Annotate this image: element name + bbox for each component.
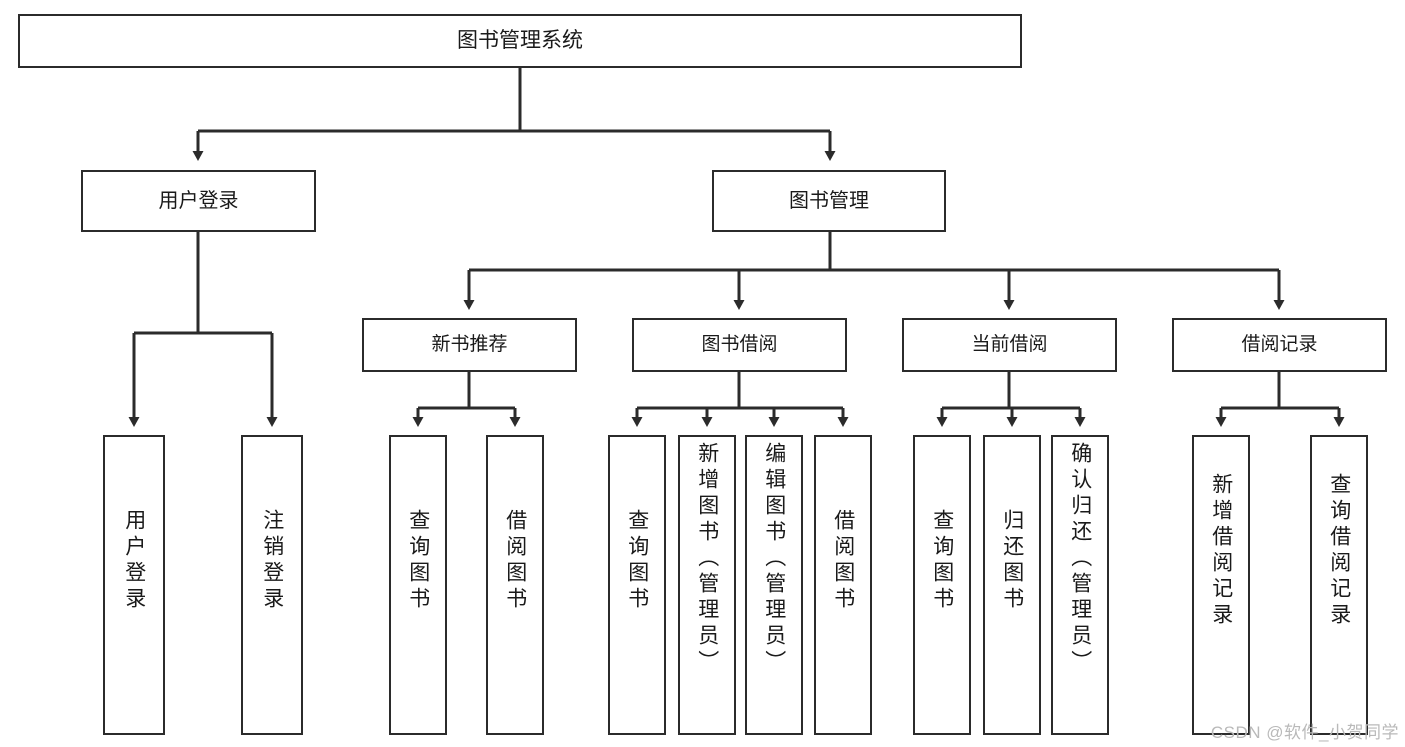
leaf-borrow-book-nbr[interactable]: 借阅图书 [486,435,544,735]
node-borrow-record[interactable]: 借阅记录 [1172,318,1387,372]
leaf-add-borrow-record[interactable]: 新增借阅记录 [1192,435,1250,735]
leaf-edit-book-admin[interactable]: 编辑图书（管理员） [745,435,803,735]
leaf-logout[interactable]: 注销登录 [241,435,303,735]
leaf-query-book-cb-label: 查询图书 [930,509,954,613]
leaf-logout-label: 注销登录 [260,509,284,613]
node-borrow-record-label: 借阅记录 [1241,334,1318,356]
node-new-book-recommend[interactable]: 新书推荐 [362,318,577,372]
node-book-management[interactable]: 图书管理 [712,170,946,232]
leaf-return-book[interactable]: 归还图书 [983,435,1041,735]
leaf-query-book-nbr-label: 查询图书 [406,509,430,613]
node-current-borrow[interactable]: 当前借阅 [902,318,1117,372]
node-root-system[interactable]: 图书管理系统 [18,14,1022,68]
leaf-return-book-label: 归还图书 [1000,509,1024,613]
node-root-label: 图书管理系统 [457,29,583,53]
node-new-book-recommend-label: 新书推荐 [431,334,508,356]
leaf-user-login-label: 用户登录 [122,509,146,613]
leaf-borrow-book-bb-label: 借阅图书 [831,509,855,613]
leaf-query-borrow-record-label: 查询借阅记录 [1327,473,1351,629]
leaf-add-book-admin-label: 新增图书（管理员） [695,442,719,676]
node-current-borrow-label: 当前借阅 [971,334,1048,356]
node-book-borrow-label: 图书借阅 [701,334,778,356]
watermark-text: CSDN @软件_小贺同学 [1210,723,1399,742]
leaf-borrow-book-bb[interactable]: 借阅图书 [814,435,872,735]
leaf-add-book-admin[interactable]: 新增图书（管理员） [678,435,736,735]
leaf-query-book-cb[interactable]: 查询图书 [913,435,971,735]
leaf-confirm-return-admin[interactable]: 确认归还（管理员） [1051,435,1109,735]
leaf-query-book-bb[interactable]: 查询图书 [608,435,666,735]
leaf-add-borrow-record-label: 新增借阅记录 [1209,473,1233,629]
node-book-management-label: 图书管理 [789,189,869,212]
node-user-login-label: 用户登录 [158,189,239,212]
node-book-borrow[interactable]: 图书借阅 [632,318,847,372]
leaf-query-borrow-record[interactable]: 查询借阅记录 [1310,435,1368,735]
leaf-confirm-return-admin-label: 确认归还（管理员） [1068,442,1092,676]
leaf-user-login[interactable]: 用户登录 [103,435,165,735]
leaf-edit-book-admin-label: 编辑图书（管理员） [762,442,786,676]
leaf-query-book-bb-label: 查询图书 [625,509,649,613]
leaf-query-book-nbr[interactable]: 查询图书 [389,435,447,735]
leaf-borrow-book-nbr-label: 借阅图书 [503,509,527,613]
node-user-login[interactable]: 用户登录 [81,170,316,232]
